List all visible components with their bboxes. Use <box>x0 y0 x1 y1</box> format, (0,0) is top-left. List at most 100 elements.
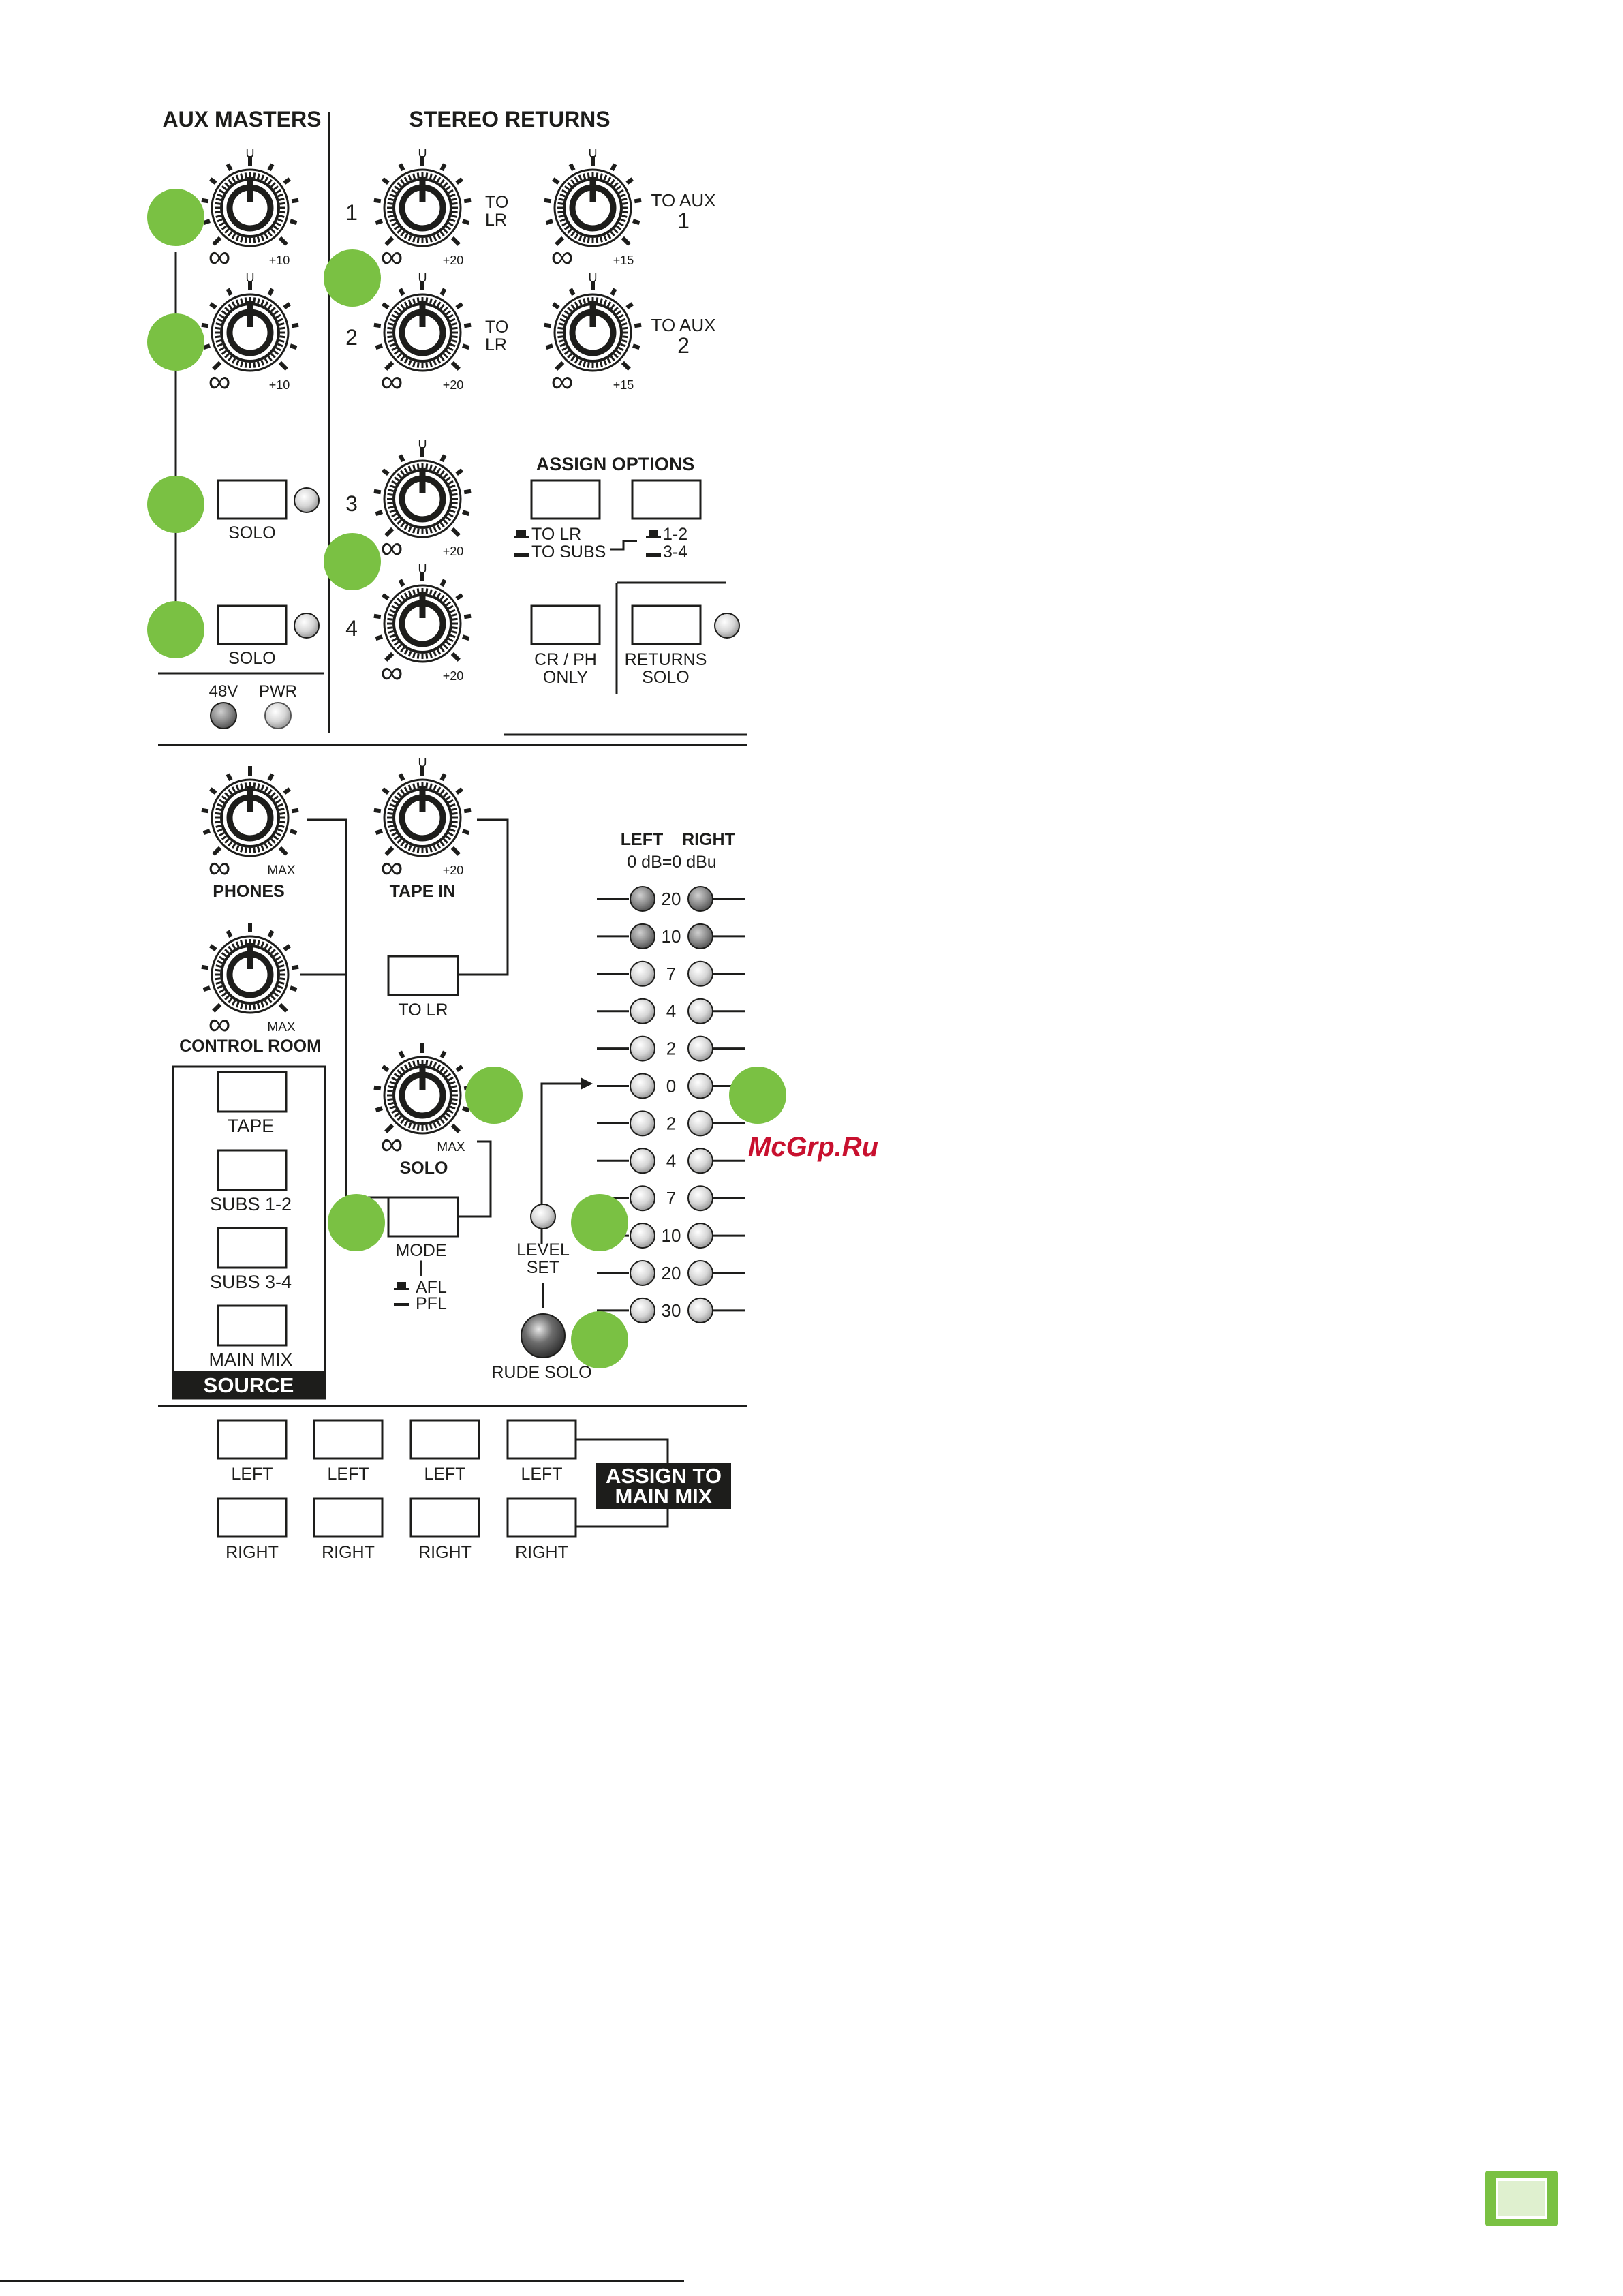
meter-right-led <box>687 1073 713 1099</box>
ret2-aux-unity-mark: U <box>589 271 598 285</box>
aux-solo-2-led <box>294 613 320 639</box>
main-mix-right-button[interactable] <box>506 1497 577 1538</box>
ret2-unity-mark: U <box>418 271 427 285</box>
main-mix-right-3[interactable]: RIGHT <box>409 1497 480 1562</box>
callout-marker-8 <box>729 1067 786 1124</box>
solo-max-mark: MAX <box>437 1140 465 1154</box>
aux-solo-1[interactable]: SOLO <box>217 479 320 542</box>
aux2-unity-mark: U <box>246 271 255 285</box>
main-mix-right-1[interactable]: RIGHT <box>217 1497 288 1562</box>
subs-3-4-label: 3-4 <box>663 542 687 562</box>
meter-scale-label: 4 <box>666 1001 676 1022</box>
source-button[interactable] <box>217 1149 288 1191</box>
source-subs-3-4[interactable]: SUBS 3-4 <box>210 1227 292 1292</box>
return-1-level-knob[interactable] <box>373 156 472 247</box>
source-button[interactable] <box>217 1071 288 1113</box>
source-subs-1-2[interactable]: SUBS 1-2 <box>210 1149 292 1214</box>
ret1-aux-max-mark: +15 <box>613 254 634 267</box>
main-mix-left-label: LEFT <box>231 1465 273 1484</box>
only-label: ONLY <box>543 668 589 687</box>
main-mix-right-button[interactable] <box>217 1497 288 1538</box>
level-set-led <box>530 1204 556 1229</box>
return-1-aux-knob[interactable] <box>544 156 642 247</box>
meter-left-led <box>630 998 655 1024</box>
main-mix-right-2[interactable]: RIGHT <box>313 1497 384 1562</box>
ret3-unity-mark: U <box>418 438 427 451</box>
returns-solo[interactable]: RETURNS SOLO <box>625 604 740 687</box>
control-room-knob[interactable] <box>201 923 299 1014</box>
return-number-2: 2 <box>345 325 358 350</box>
source-button[interactable] <box>217 1227 288 1269</box>
callout-marker-2 <box>147 313 204 371</box>
source-title-bar <box>173 1371 325 1398</box>
cr-ph-only-button[interactable] <box>530 604 601 645</box>
control-room-label: CONTROL ROOM <box>179 1037 321 1056</box>
return-4-level-knob[interactable] <box>373 572 472 663</box>
subs-1-2-label: 1-2 <box>663 525 687 544</box>
tape-in-knob[interactable] <box>373 766 472 857</box>
meter-row: 20 <box>597 886 745 912</box>
main-mix-right-button[interactable] <box>409 1497 480 1538</box>
source-tape[interactable]: TAPE <box>217 1071 288 1136</box>
main-mix-left-3[interactable]: LEFT <box>409 1419 480 1484</box>
aux-solo-1-led <box>294 487 320 513</box>
cr-ph-only[interactable]: CR / PH ONLY <box>530 604 601 687</box>
assign-lr-subs-switch[interactable]: TO LR TO SUBS <box>514 479 606 562</box>
meter-right-led <box>687 1035 713 1062</box>
return-3-level-knob[interactable] <box>373 447 472 538</box>
main-mix-left-button[interactable] <box>217 1419 288 1460</box>
main-mix-left-button[interactable] <box>409 1419 480 1460</box>
knob-group <box>201 156 642 1135</box>
meter-left-led <box>630 1110 655 1137</box>
subs-pair-button[interactable] <box>631 479 702 520</box>
source-button-label: TAPE <box>228 1116 275 1136</box>
callout-marker-9 <box>328 1194 385 1251</box>
main-mix-left-1[interactable]: LEFT <box>217 1419 288 1484</box>
aux-solo-2-button[interactable] <box>217 604 288 645</box>
return-number-1: 1 <box>345 200 358 225</box>
ret1-to-aux-label: TO AUX <box>651 190 716 211</box>
main-mix-left-button[interactable] <box>506 1419 577 1460</box>
callout-marker-10 <box>571 1194 628 1251</box>
stereo-returns-heading: STEREO RETURNS <box>409 107 610 132</box>
aux-master-1-knob[interactable] <box>201 156 299 247</box>
main-mix-left-4[interactable]: LEFT <box>506 1419 577 1484</box>
meter-left-led <box>630 1297 655 1323</box>
returns-solo-button[interactable] <box>631 604 702 645</box>
returns-solo-led <box>714 613 740 639</box>
main-mix-left-label: LEFT <box>521 1465 562 1484</box>
ret2-to-aux-label: TO AUX <box>651 315 716 335</box>
aux-solo-1-button[interactable] <box>217 479 288 520</box>
main-mix-right-button[interactable] <box>313 1497 384 1538</box>
source-main-mix[interactable]: MAIN MIX <box>208 1304 293 1370</box>
main-mix-left-connector <box>576 1438 669 1464</box>
to-lr-subs-button[interactable] <box>530 479 601 520</box>
main-mix-left-2[interactable]: LEFT <box>313 1419 384 1484</box>
aux-master-2-knob[interactable] <box>201 281 299 372</box>
meter-right-led <box>687 1297 713 1323</box>
return-2-level-knob[interactable] <box>373 281 472 372</box>
aux-solo-2[interactable]: SOLO <box>217 604 320 668</box>
meter-left-led <box>630 1260 655 1286</box>
solo-mode-button[interactable] <box>387 1196 459 1238</box>
main-mix-right-label: RIGHT <box>515 1543 568 1562</box>
tape-to-lr-button[interactable] <box>387 955 459 996</box>
main-mix-left-button[interactable] <box>313 1419 384 1460</box>
return-2-aux-knob[interactable] <box>544 281 642 372</box>
meter-right-heading: RIGHT <box>682 830 735 849</box>
assign-subs-pair-switch[interactable]: 1-2 3-4 <box>631 479 702 562</box>
source-button[interactable] <box>217 1304 288 1347</box>
main-mix-right-4[interactable]: RIGHT <box>506 1497 577 1562</box>
solo-level-knob[interactable] <box>373 1043 472 1135</box>
source-title: SOURCE <box>204 1373 294 1397</box>
meter-right-led <box>687 923 713 949</box>
tape-to-lr[interactable]: TO LR <box>387 955 459 1020</box>
meter-scale-label: 0 <box>666 1076 676 1097</box>
solo-mode[interactable]: MODE | AFL PFL <box>387 1196 459 1313</box>
meter-row: 10 <box>597 923 745 949</box>
solo-infinity-mark: ∞ <box>381 1126 403 1161</box>
phones-label: PHONES <box>213 882 285 901</box>
phantom-48v-led <box>210 702 237 729</box>
phones-knob[interactable] <box>201 766 299 857</box>
ret1-max-mark: +20 <box>443 254 464 267</box>
